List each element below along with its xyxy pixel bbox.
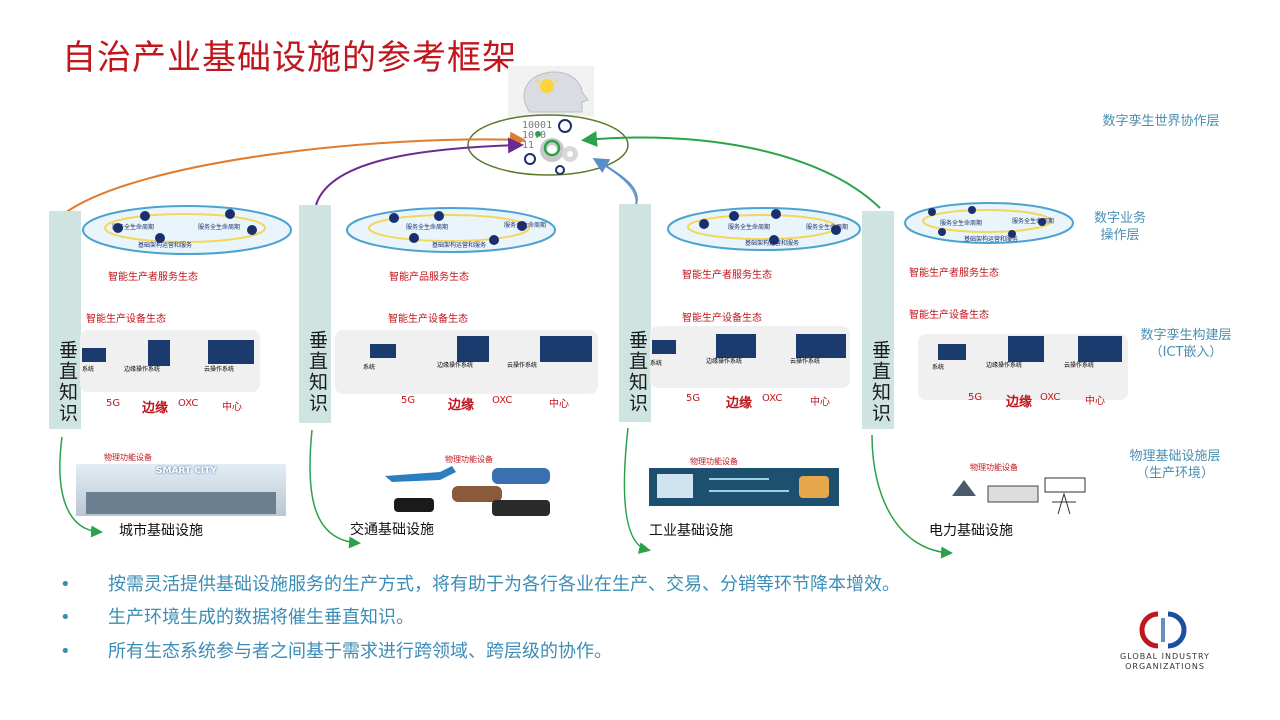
layer-world-label: 数字孪生世界协作层	[1102, 114, 1220, 129]
server-icon	[987, 485, 1039, 503]
bullet-item: •所有生态系统参与者之间基于需求进行跨领域、跨层级的协作。	[60, 641, 612, 662]
pillar-city	[49, 211, 81, 429]
pillar-label: 垂直知识	[869, 340, 891, 424]
hub-ellipse	[467, 114, 629, 176]
gio-logo-icon	[1139, 611, 1187, 649]
tag-edge: 边缘	[142, 401, 169, 416]
service-cloud	[82, 205, 292, 255]
train-icon	[492, 500, 550, 516]
bus-icon	[492, 468, 550, 484]
tower-icon	[952, 480, 976, 496]
cloud-label: 服务全生命周期	[112, 224, 155, 231]
service-cloud	[667, 207, 861, 251]
car-icon	[394, 498, 434, 512]
arrow-purple	[315, 137, 524, 206]
tag-oxc: OXC	[492, 395, 513, 406]
node-icon	[543, 139, 561, 157]
infra-label-industry: 工业基础设施	[649, 523, 733, 539]
pillar-industry	[619, 204, 651, 422]
service-cloud	[904, 202, 1074, 244]
arrow-green-industry	[623, 427, 651, 554]
device-eco-label: 智能生产设备生态	[388, 314, 468, 325]
arrow-orange	[64, 131, 526, 214]
power-image	[952, 477, 1086, 515]
device-eco-label: 智能生产设备生态	[682, 313, 762, 324]
arrow-green-transport	[309, 429, 361, 549]
cloud-label: 服务全生命周期	[406, 224, 449, 231]
tag-center: 中心	[549, 399, 569, 410]
page-title: 自治产业基础设施的参考框架	[62, 38, 517, 78]
cloud-label: 基础架构运营和服务	[138, 242, 193, 249]
infra-label-power: 电力基础设施	[929, 523, 1013, 539]
pillar-label: 垂直知识	[306, 330, 328, 414]
edge-cloud-panel: 系统 边缘操作系统 云操作系统	[80, 330, 260, 392]
industry-image	[649, 468, 839, 506]
pillar-power	[862, 211, 894, 429]
cloud-label: 服务全生命周期	[198, 224, 241, 231]
arrow-green-city	[59, 436, 103, 538]
layer-build-label: 数字孪生构建层（ICT嵌入）	[1140, 328, 1232, 360]
cloud-label: 服务全生命周期	[504, 222, 547, 229]
arrow-green-power	[871, 434, 953, 559]
infra-label-transport: 交通基础设施	[350, 522, 434, 538]
node-icon	[558, 119, 572, 133]
service-eco-label: 智能生产者服务生态	[909, 268, 999, 279]
tag-oxc: OXC	[762, 393, 783, 404]
bus-icon	[452, 486, 502, 502]
smart-city-image: SMART CITY	[76, 464, 286, 516]
airplane-icon	[385, 466, 456, 482]
node-icon	[524, 153, 536, 165]
tag-oxc: OXC	[1040, 392, 1061, 403]
layer-business-label: 数字业务操作层	[1093, 211, 1146, 243]
cloud-label: 基础架构运营和服务	[432, 242, 487, 249]
layer-physical-label: 物理基础设施层（生产环境）	[1129, 449, 1221, 481]
bullet-item: •生产环境生成的数据将催生垂直知识。	[60, 607, 414, 628]
service-eco-label: 智能生产者服务生态	[108, 272, 198, 283]
tag-edge: 边缘	[448, 398, 475, 413]
pillar-transport	[299, 205, 331, 423]
brain-head-icon	[508, 66, 594, 116]
tag-edge: 边缘	[726, 396, 753, 411]
tag-oxc: OXC	[178, 398, 199, 409]
service-eco-label: 智能产品服务生态	[389, 272, 469, 283]
service-eco-label: 智能生产者服务生态	[682, 270, 772, 281]
cloud-label: 服务全生命周期	[806, 224, 849, 231]
phys-device-label: 物理功能设备	[445, 455, 493, 464]
service-cloud	[346, 207, 556, 253]
cloud-label: 服务全生命周期	[940, 220, 983, 227]
tag-5g: 5G	[686, 393, 701, 404]
cloud-label: 基础架构运营和服务	[745, 240, 800, 247]
cloud-label: 服务全生命周期	[1012, 218, 1055, 225]
device-eco-label: 智能生产设备生态	[909, 310, 989, 321]
edge-cloud-panel: 系统 边缘操作系统 云操作系统	[335, 330, 598, 394]
phys-device-label: 物理功能设备	[970, 463, 1018, 472]
tag-center: 中心	[222, 402, 242, 413]
tag-5g: 5G	[401, 395, 416, 406]
edge-cloud-panel: 系统 边缘操作系统 云操作系统	[650, 326, 850, 388]
solar-panel-icon	[1044, 477, 1086, 493]
device-eco-label: 智能生产设备生态	[86, 314, 166, 325]
tag-center: 中心	[1085, 396, 1105, 407]
cloud-label: 基础架构运营和服务	[964, 236, 1019, 243]
phys-device-label: 物理功能设备	[690, 457, 738, 466]
infra-label-city: 城市基础设施	[119, 523, 203, 539]
arrow-green-top	[581, 130, 881, 209]
bullet-item: •按需灵活提供基础设施服务的生产方式，将有助于为各行各业在生产、交易、分销等环节…	[60, 574, 900, 595]
tag-5g: 5G	[968, 392, 983, 403]
transport-image	[385, 466, 550, 516]
node-icon	[555, 165, 565, 175]
pillar-label: 垂直知识	[626, 330, 648, 414]
edge-cloud-panel: 系统 边缘操作系统 云操作系统	[918, 334, 1128, 400]
pillar-label: 垂直知识	[56, 340, 78, 424]
phys-device-label: 物理功能设备	[104, 453, 152, 462]
tag-5g: 5G	[106, 398, 121, 409]
tag-center: 中心	[810, 397, 830, 408]
node-icon	[535, 131, 541, 137]
pylon-icon	[1052, 492, 1076, 515]
cloud-label: 服务全生命周期	[728, 224, 771, 231]
tag-edge: 边缘	[1006, 395, 1033, 410]
